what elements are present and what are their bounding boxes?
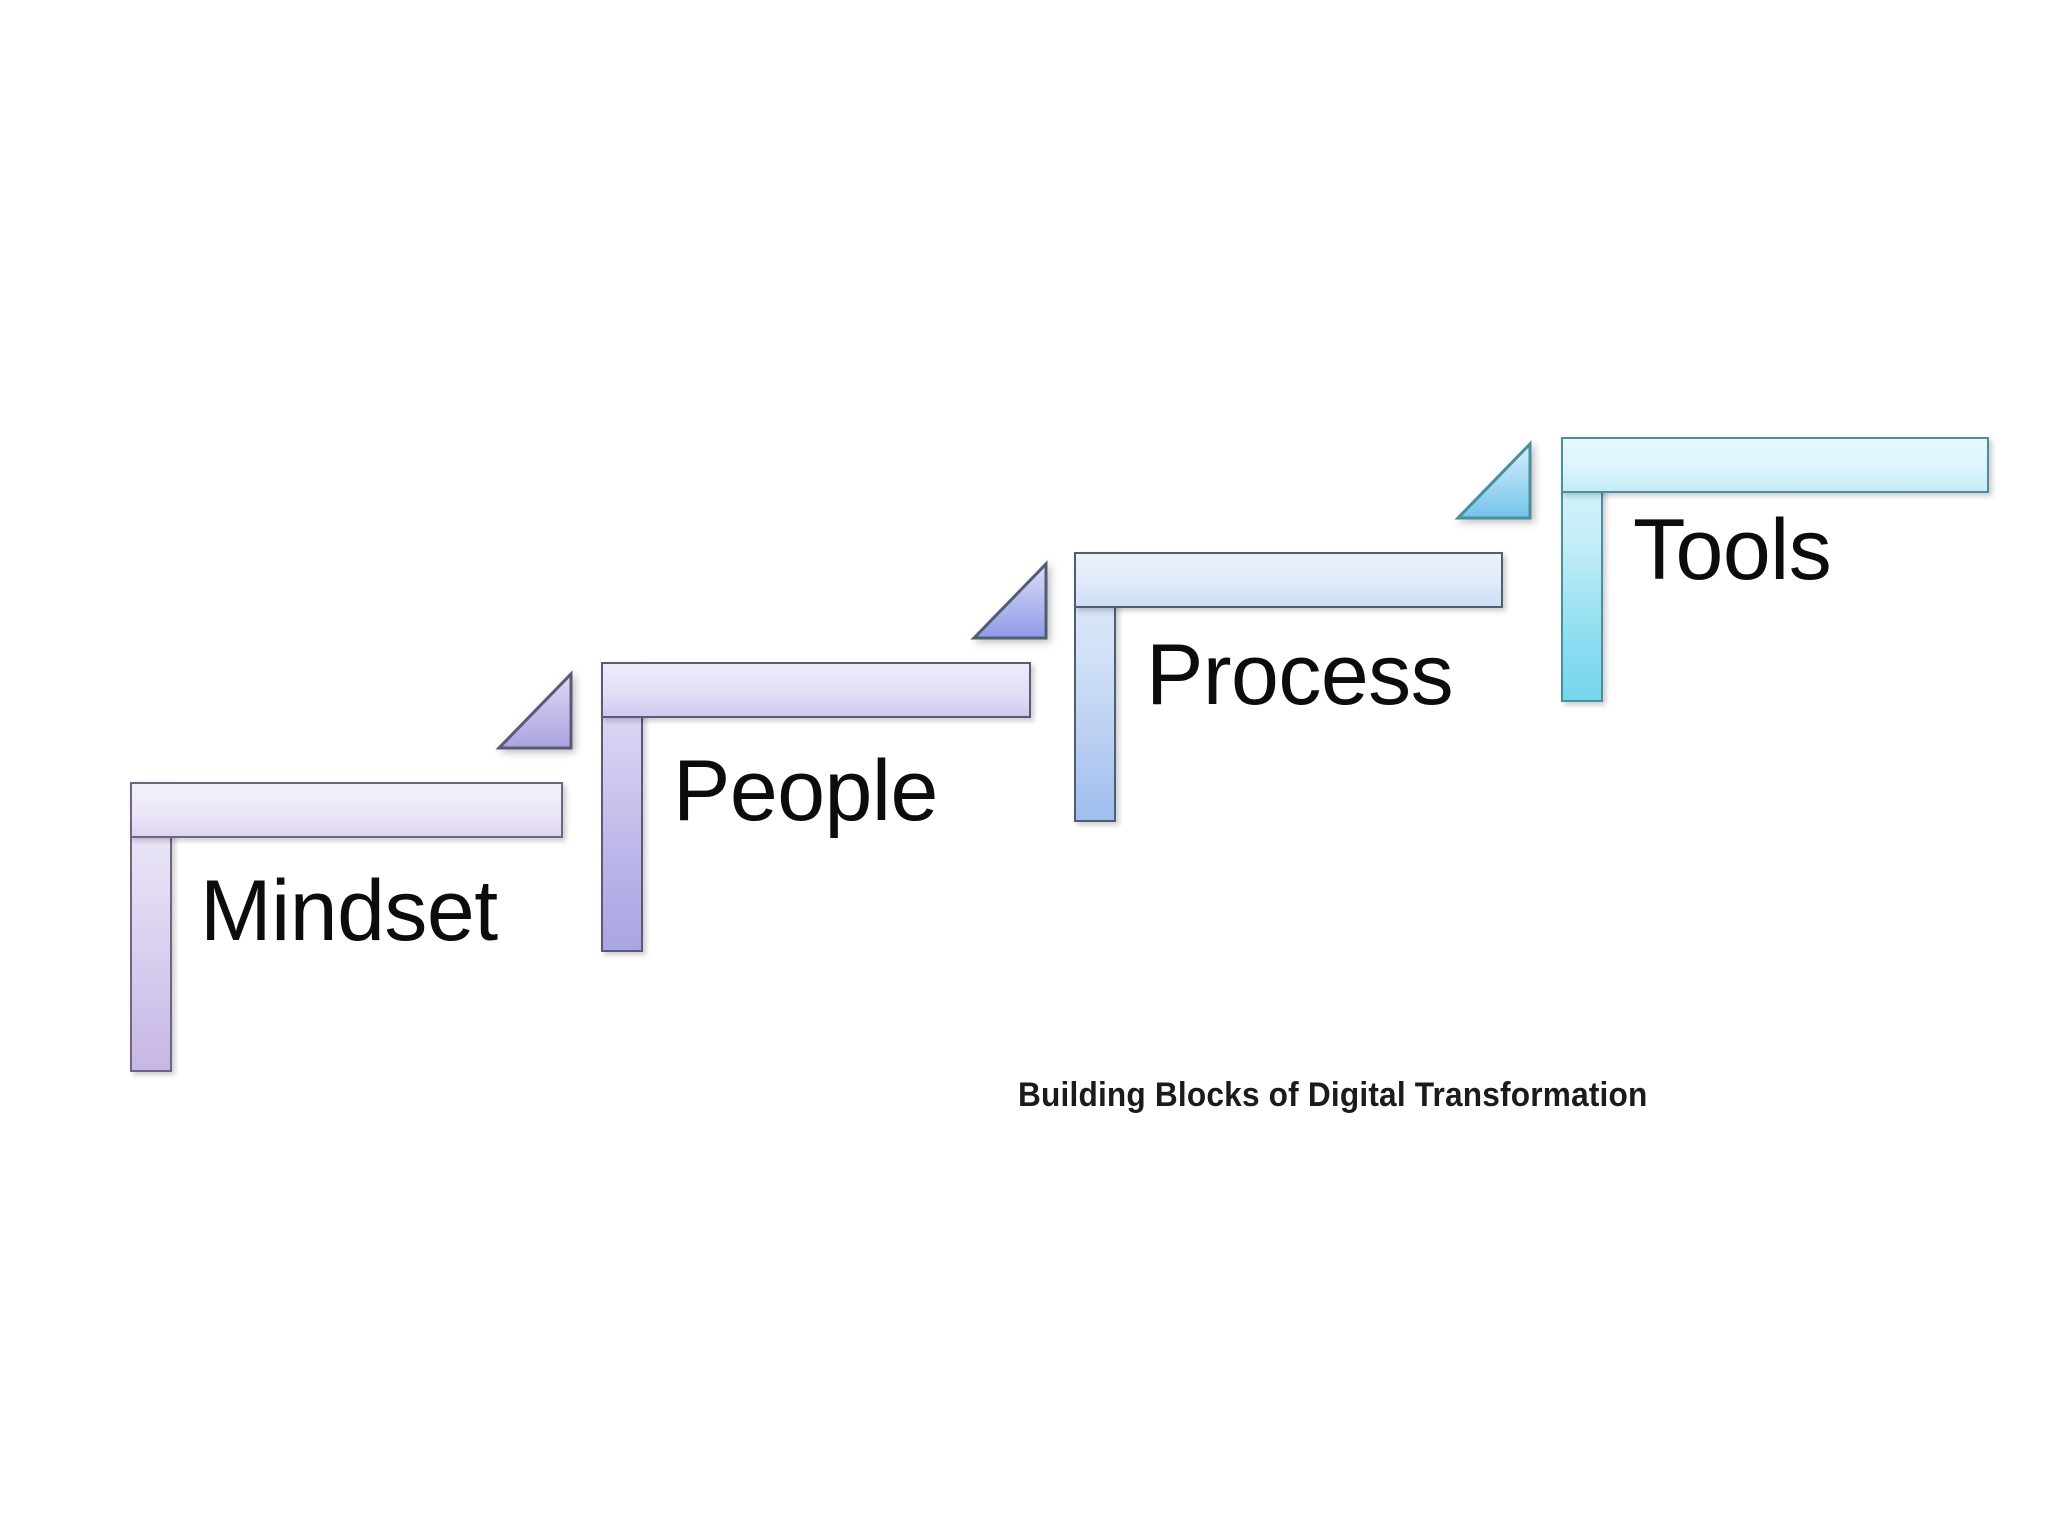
diagram-caption: Building Blocks of Digital Transformatio… [1018,1076,1648,1114]
step-label-tools: Tools [1633,502,1832,598]
step-tools[interactable]: Tools [1561,437,2001,702]
riser-triangle-tools [1454,440,1532,520]
people-horizontal-arm [601,662,1031,718]
tools-horizontal-arm [1561,437,1989,493]
process-horizontal-arm [1074,552,1503,608]
step-process[interactable]: Process [1074,552,1514,822]
step-label-mindset: Mindset [200,863,498,959]
riser-triangle-process [970,560,1048,640]
riser-triangle-people [495,670,573,750]
step-people[interactable]: People [601,662,1041,952]
mindset-horizontal-arm [130,782,563,838]
step-label-process: Process [1146,627,1454,723]
step-mindset[interactable]: Mindset [130,782,570,1072]
step-label-people: People [673,743,938,839]
